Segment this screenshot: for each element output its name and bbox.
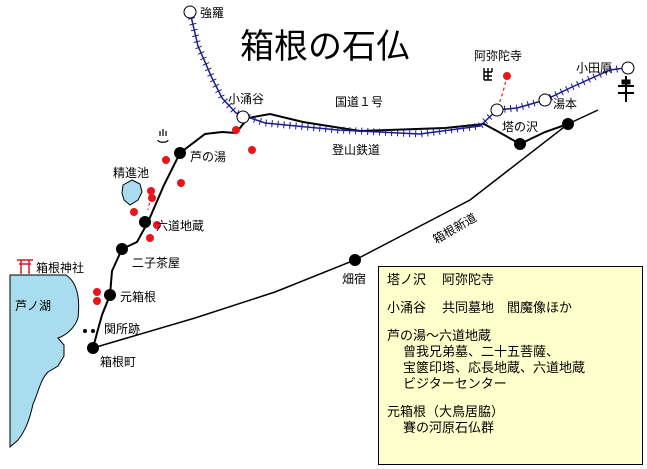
legend-line: 宝篋印塔、応長地蔵、六道地蔵 xyxy=(403,361,586,376)
legend-line: 賽の河原石仏群 xyxy=(403,421,495,436)
legend-place: 元箱根（大鳥居脇） xyxy=(387,405,505,420)
railway-hakone-tozan xyxy=(189,11,633,135)
label-odawara: 小田原 xyxy=(576,61,612,75)
point-hakonemachi xyxy=(87,342,99,354)
point-futago xyxy=(116,243,128,255)
point-sekisho-b xyxy=(91,329,95,333)
onsen-icon xyxy=(157,129,169,143)
point-yumoto xyxy=(562,118,574,130)
point-hatajuku xyxy=(349,254,361,266)
legend-line: 曾我兄弟墓、二十五菩薩、 xyxy=(403,345,560,360)
label-jinja: 箱根神社 xyxy=(36,260,84,275)
legend-line: ビジターセンター xyxy=(403,377,507,392)
map-title: 箱根の石仏 xyxy=(240,27,410,67)
station-kowakidani xyxy=(236,110,250,124)
legend-place: 塔ノ沢 xyxy=(387,273,427,288)
road-kokudo-1 xyxy=(92,112,569,349)
legend-desc: 共同墓地 閻魔像ほか xyxy=(442,301,573,316)
label-futago: 二子茶屋 xyxy=(132,255,180,270)
label-kowakidani: 小涌谷 xyxy=(228,92,264,106)
label-yumoto: 湯本 xyxy=(553,97,577,111)
legend-place: 小涌谷 xyxy=(387,301,427,316)
point-tonosawa xyxy=(514,138,526,150)
manji-icon xyxy=(483,68,493,81)
label-hakonemachi: 箱根町 xyxy=(100,354,136,369)
label-sekisho: 関所跡 xyxy=(104,321,140,336)
pond-shojinike xyxy=(121,179,143,206)
legend-box: 塔ノ沢阿弥陀寺 小涌谷共同墓地 閻魔像ほか 芦の湯～六道地蔵 曾我兄弟墓、二十五… xyxy=(378,266,643,465)
station-yumoto xyxy=(538,93,552,107)
label-gora: 強羅 xyxy=(200,6,224,20)
legend-entry: 芦の湯～六道地蔵 曾我兄弟墓、二十五菩薩、 宝篋印塔、応長地蔵、六道地蔵 ビジタ… xyxy=(387,329,634,393)
legend-entry: 小涌谷共同墓地 閻魔像ほか xyxy=(387,301,634,317)
point-motohakone xyxy=(104,289,116,301)
label-amidaji: 阿弥陀寺 xyxy=(474,48,522,63)
label-shindo: 箱根新道 xyxy=(430,210,479,247)
point-rokudo xyxy=(139,216,151,228)
label-ashinoyu: 芦の湯 xyxy=(190,150,226,164)
label-tozan: 登山鉄道 xyxy=(332,142,380,157)
label-kokudo1: 国道１号 xyxy=(335,95,383,109)
railway-signal-icon xyxy=(618,76,634,102)
torii-icon xyxy=(17,259,33,274)
station-gora xyxy=(183,5,197,19)
label-rokudo: 六道地蔵 xyxy=(156,219,204,233)
label-motohakone: 元箱根 xyxy=(120,289,156,304)
point-sekisho-a xyxy=(83,329,87,333)
legend-entry: 塔ノ沢阿弥陀寺 xyxy=(387,273,634,289)
label-shojinike: 精進池 xyxy=(113,166,149,180)
label-ashinoko: 芦ノ湖 xyxy=(15,298,51,313)
station-tonosawa xyxy=(490,103,504,117)
stone-buddha-spots xyxy=(93,72,511,305)
legend-place: 芦の湯～六道地蔵 xyxy=(387,329,492,344)
point-ashinoyu xyxy=(174,147,186,159)
station-odawara xyxy=(621,61,635,75)
label-hatajuku: 畑宿 xyxy=(342,271,366,286)
legend-desc: 阿弥陀寺 xyxy=(442,273,495,288)
lake-ashinoko xyxy=(9,274,80,449)
label-tonosawa: 塔の沢 xyxy=(502,120,538,134)
legend-entry: 元箱根（大鳥居脇） 賽の河原石仏群 xyxy=(387,405,634,437)
